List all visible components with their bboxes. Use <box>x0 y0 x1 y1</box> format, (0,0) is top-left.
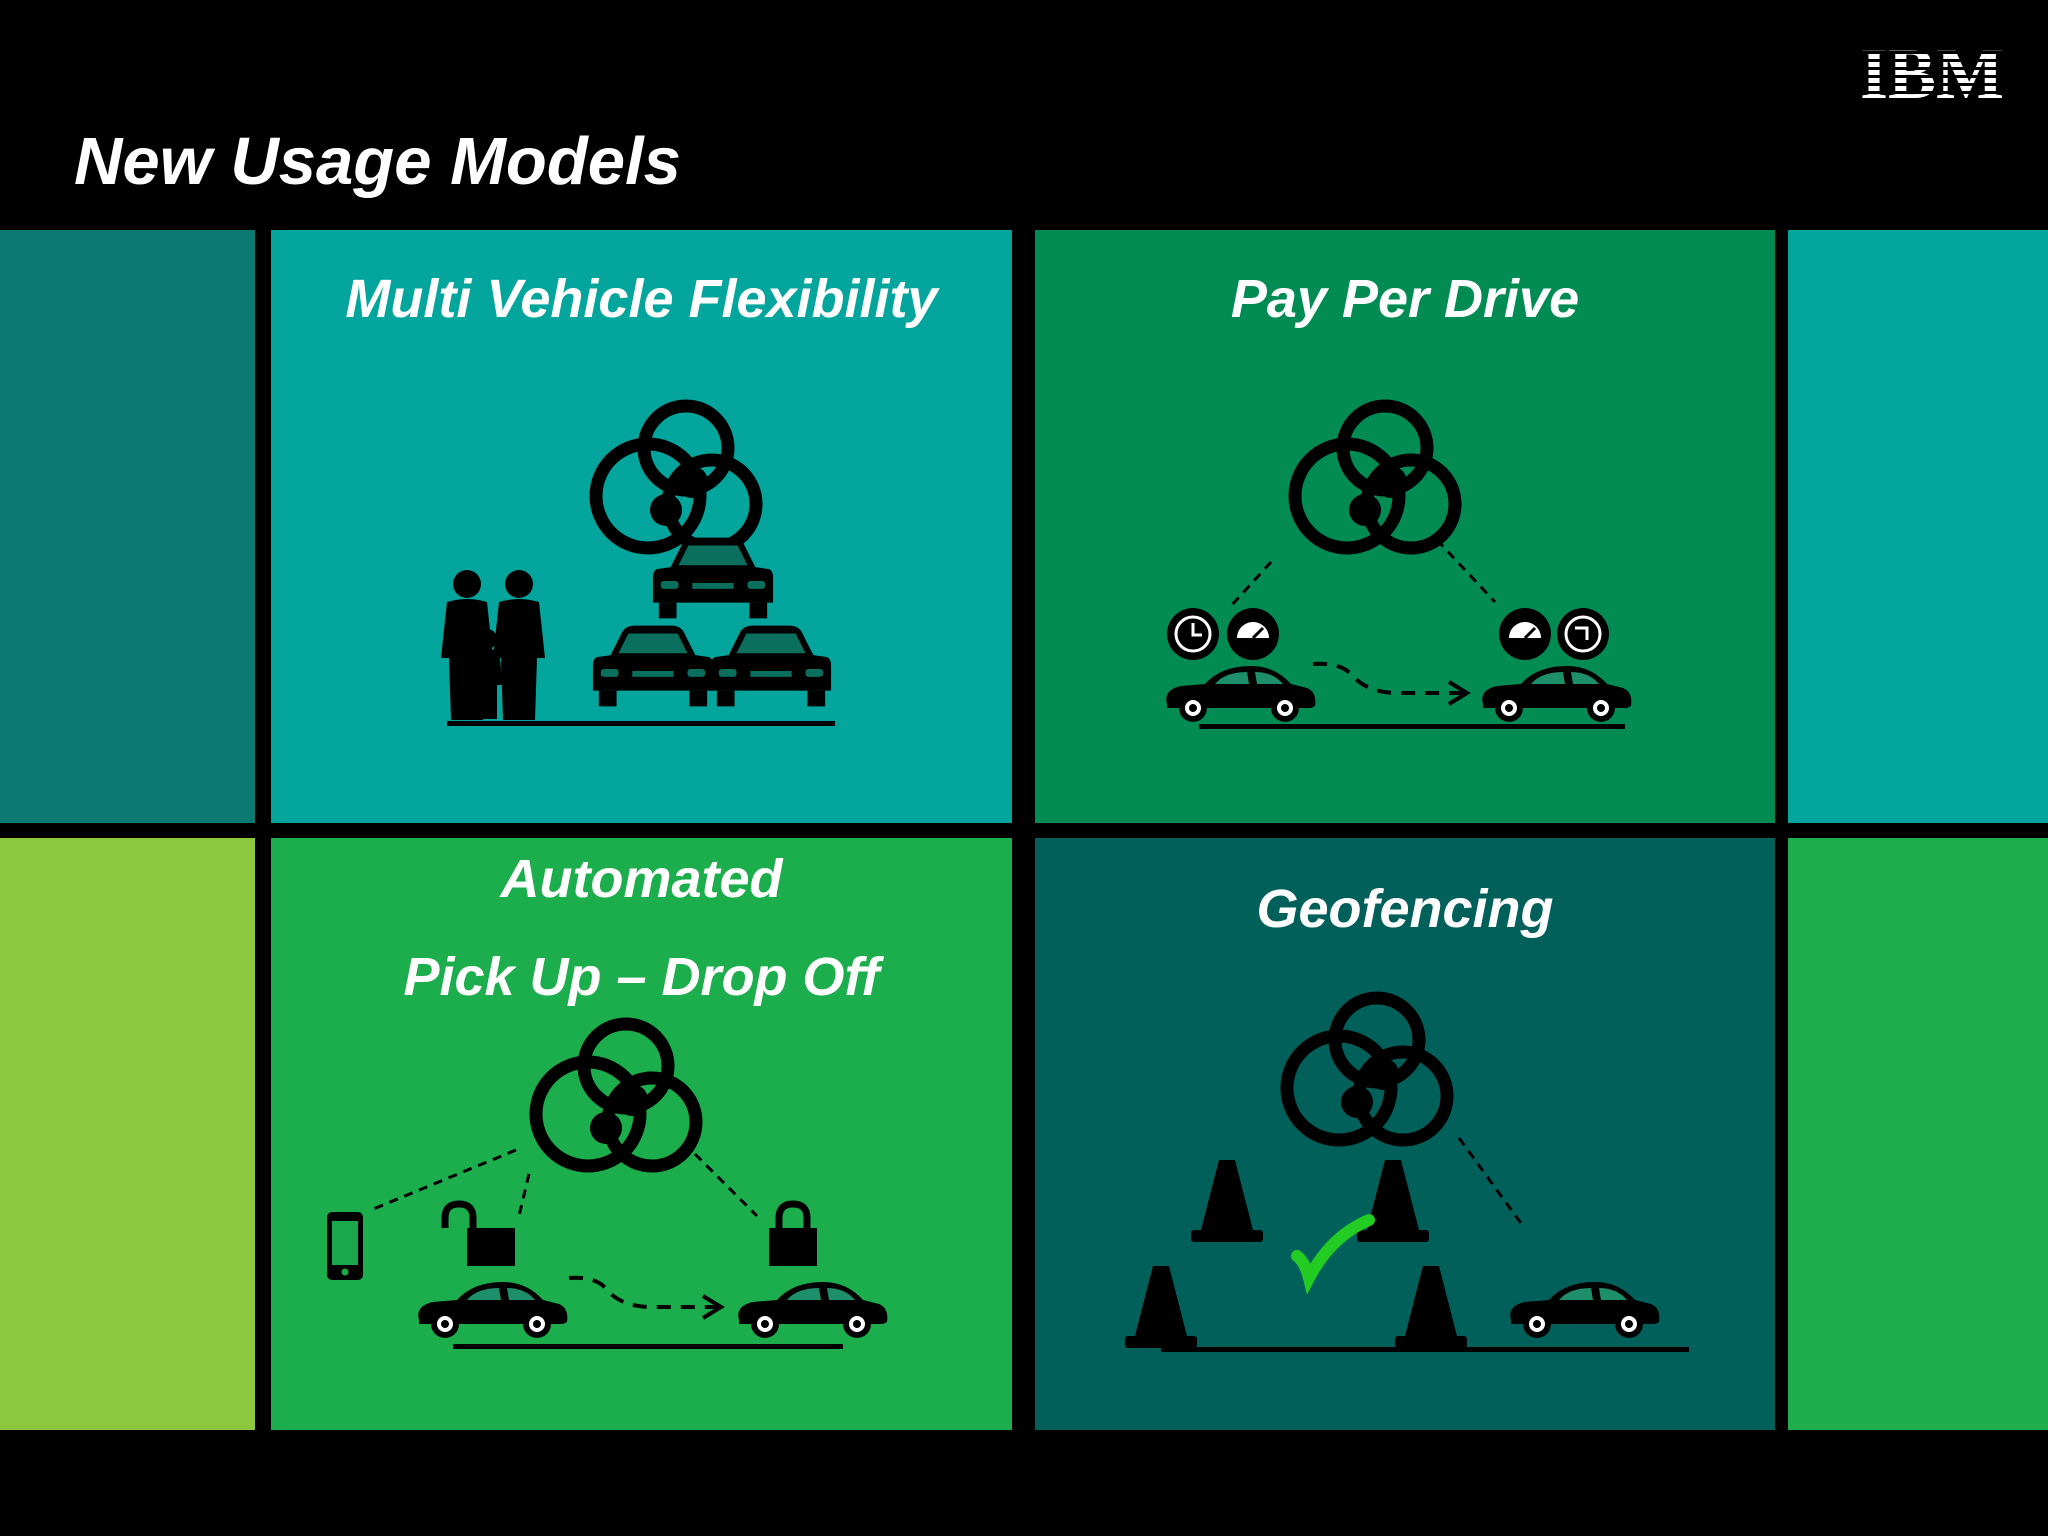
car-icon <box>1482 666 1632 722</box>
tile-geofencing: Geofencing <box>1035 838 1775 1430</box>
pick-up-drop-off-illustration <box>327 838 888 1349</box>
route-arrow <box>568 1275 717 1309</box>
clock-icon <box>1555 606 1611 662</box>
tile-title: Multi Vehicle Flexibility <box>345 269 938 329</box>
arrow-head <box>701 1294 725 1320</box>
multi-vehicle-illustration <box>441 230 835 726</box>
tile-title-line-2: Pick Up – Drop Off <box>403 947 880 1007</box>
tile-pay-per-drive: Pay Per Drive <box>1035 230 1775 823</box>
clock-icon <box>1165 606 1221 662</box>
cloud-icon <box>536 1024 696 1166</box>
arrow-head <box>1447 680 1471 706</box>
car-icon <box>710 625 832 707</box>
connection-line <box>1457 1137 1525 1227</box>
gauge-icon <box>1497 606 1553 662</box>
person-icon <box>493 570 545 720</box>
traffic-cone-icon <box>1357 1160 1429 1242</box>
lock-icon <box>769 1204 817 1266</box>
car-icon <box>1510 1282 1660 1338</box>
ibm-logo-text: IBM <box>1860 38 2004 104</box>
traffic-cone-icon <box>1191 1160 1263 1242</box>
cloud-icon <box>1295 406 1455 548</box>
checkmark-icon <box>1291 1214 1375 1295</box>
ground-line <box>447 721 835 726</box>
gauge-icon <box>1225 606 1281 662</box>
ground-line <box>1161 1347 1689 1352</box>
car-icon <box>592 625 714 707</box>
decorative-tile-left-bottom <box>0 838 255 1430</box>
car-icon <box>1166 666 1316 722</box>
unlock-icon <box>445 1204 515 1266</box>
decorative-tile-right-bottom <box>1788 838 2048 1430</box>
ground-line <box>1199 724 1625 729</box>
geofencing-illustration <box>1125 838 1689 1352</box>
cloud-icon <box>596 406 756 548</box>
connection-line <box>370 1148 759 1218</box>
phone-icon <box>327 1212 363 1280</box>
ground-line <box>453 1344 843 1349</box>
tile-title: Geofencing <box>1256 879 1554 939</box>
tile-title: Pay Per Drive <box>1230 269 1580 329</box>
route-arrow <box>1312 661 1463 695</box>
connection-line <box>1229 538 1497 608</box>
cloud-icon <box>1287 998 1447 1140</box>
ibm-logo: IBM <box>1860 38 2004 104</box>
tile-automated-pick-up-drop-off: Automated Pick Up – Drop Off <box>271 838 1012 1430</box>
decorative-tile-left-top <box>0 230 255 823</box>
slide-title: New Usage Models <box>74 124 681 199</box>
traffic-cone-icon <box>1395 1266 1467 1348</box>
car-icon <box>738 1282 888 1338</box>
tile-title-line-1: Automated <box>500 849 783 909</box>
decorative-tile-right-top <box>1788 230 2048 823</box>
car-icon <box>418 1282 568 1338</box>
tile-multi-vehicle-flexibility: Multi Vehicle Flexibility <box>271 230 1012 823</box>
traffic-cone-icon <box>1125 1266 1197 1348</box>
pay-per-drive-illustration <box>1165 230 1632 729</box>
